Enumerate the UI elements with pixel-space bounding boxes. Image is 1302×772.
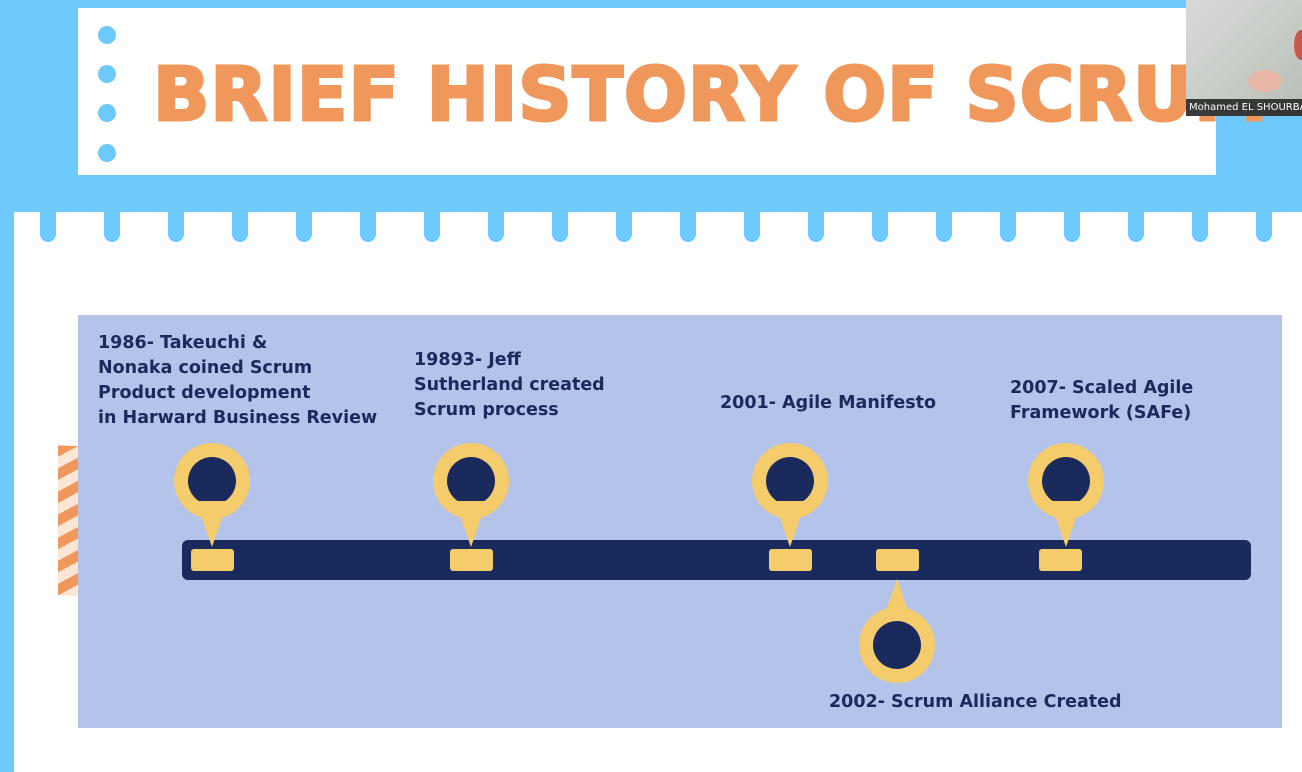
binder-dot bbox=[98, 104, 116, 122]
webcam-video-content bbox=[1294, 30, 1302, 60]
binder-dot bbox=[98, 144, 116, 162]
title-card: BRIEF HISTORY OF SCRUM bbox=[78, 8, 1269, 175]
timeline-event-label-1986: 1986- Takeuchi & Nonaka coined Scrum Pro… bbox=[98, 333, 378, 428]
timeline-event-label-2001: 2001- Agile Manifesto bbox=[720, 393, 937, 413]
timeline-marker-base bbox=[876, 549, 919, 571]
webcam-video-tile[interactable] bbox=[1186, 0, 1302, 116]
timeline-marker-2002 bbox=[859, 573, 935, 683]
timeline-event-label-2007: 2007- Scaled Agile Framework (SAFe) bbox=[1010, 378, 1194, 423]
timeline-marker-base bbox=[769, 549, 812, 571]
webcam-participant-name: Mohamed EL SHOURBAGY bbox=[1186, 99, 1302, 116]
slide-title: BRIEF HISTORY OF SCRUM bbox=[152, 51, 1270, 140]
timeline-marker-1986 bbox=[174, 443, 250, 553]
timeline-marker-1993 bbox=[433, 443, 509, 553]
webcam-video-content bbox=[1248, 70, 1282, 92]
timeline-event-label-1993: 19893- Jeff Sutherland created Scrum pro… bbox=[414, 350, 605, 420]
timeline-event-label-2002: 2002- Scrum Alliance Created bbox=[829, 692, 1122, 712]
timeline-marker-2007 bbox=[1028, 443, 1104, 553]
timeline-marker-base bbox=[191, 549, 234, 571]
timeline-panel: 1986- Takeuchi & Nonaka coined Scrum Pro… bbox=[78, 315, 1282, 728]
binder-dot bbox=[98, 26, 116, 44]
binder-dot bbox=[98, 65, 116, 83]
timeline-marker-base bbox=[1039, 549, 1082, 571]
timeline-marker-base bbox=[450, 549, 493, 571]
timeline-marker-2001 bbox=[752, 443, 828, 553]
